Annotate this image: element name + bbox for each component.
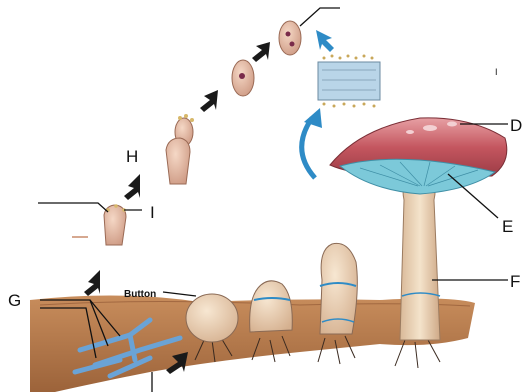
button-bud [186, 294, 238, 342]
young-mushroom-stage-3 [320, 243, 357, 334]
label-mark: I [495, 67, 498, 77]
basidium-cell-i [104, 204, 126, 245]
basidium-cell-h [166, 138, 190, 184]
label-f: F [510, 272, 520, 291]
label-e: E [502, 217, 513, 236]
label-h: H [126, 147, 138, 166]
label-d: D [510, 116, 522, 135]
label-i: I [150, 203, 155, 222]
basidium-cell-2 [232, 60, 254, 96]
label-g: G [8, 291, 21, 310]
blue-curved-arrow-icon [302, 30, 334, 178]
gill-section-inset [318, 55, 380, 108]
young-mushroom-stage-2 [250, 281, 293, 332]
basidium-cell-1 [279, 21, 301, 55]
label-button: Button [124, 289, 156, 300]
